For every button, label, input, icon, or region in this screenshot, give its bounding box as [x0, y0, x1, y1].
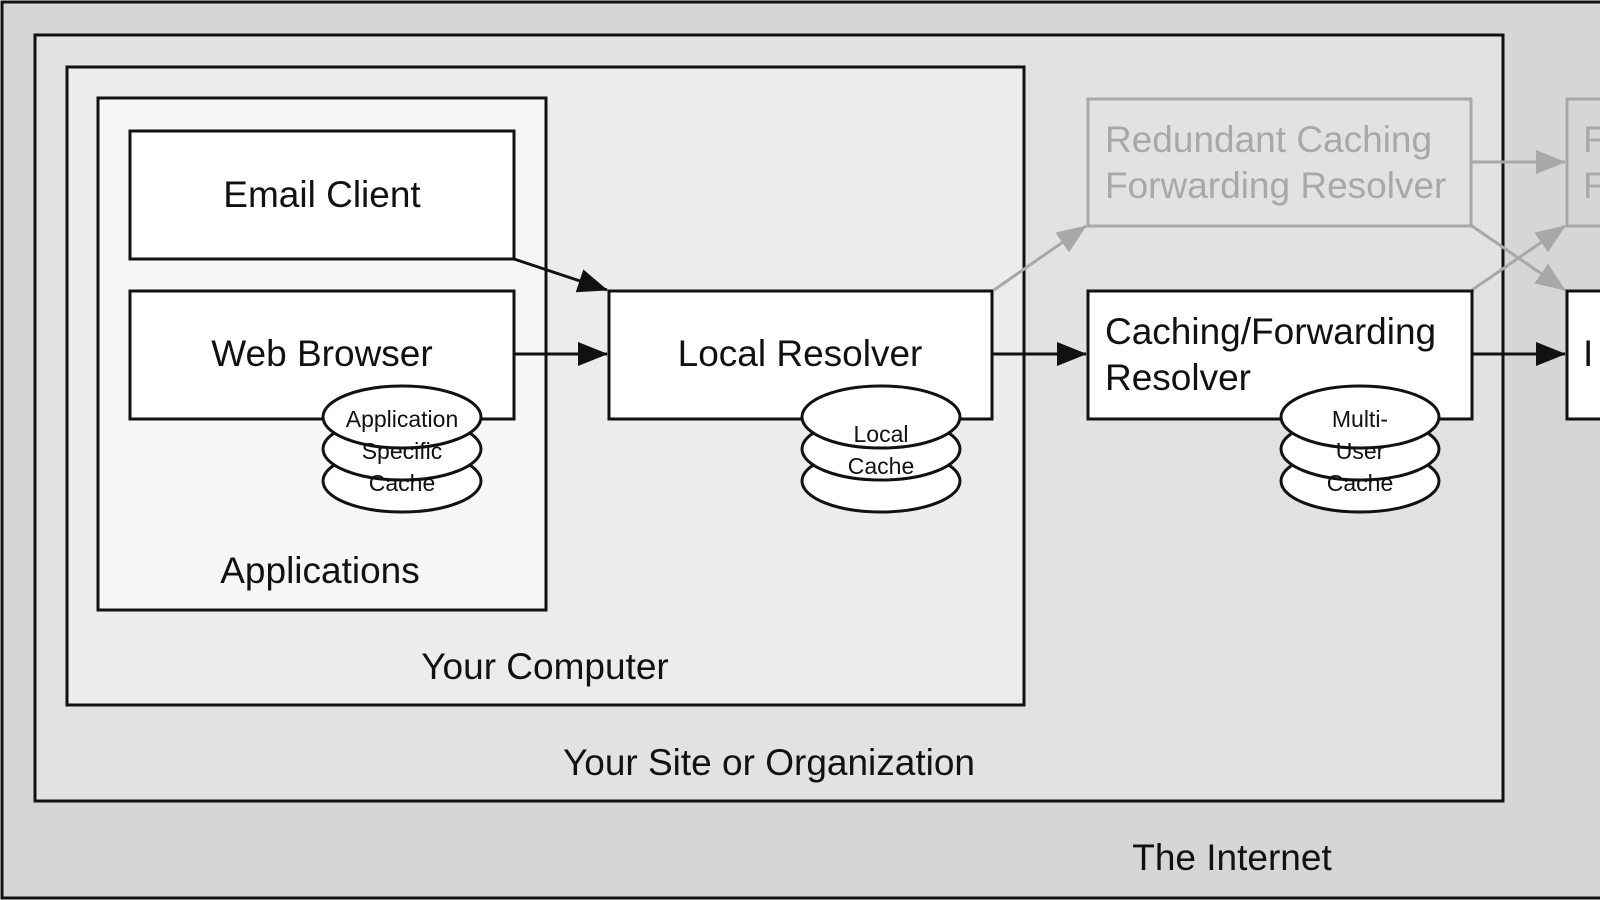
- arrow-local-to-redundant: [993, 224, 1087, 292]
- site-label: Your Site or Organization: [563, 742, 975, 783]
- arrow-caching-to-right-top: [1471, 224, 1566, 292]
- multi-user-cache-label-2: User: [1336, 438, 1385, 464]
- arrow-email-to-local: [513, 257, 608, 293]
- application-cache-icon: [321, 384, 483, 514]
- right-partial-faded-box: F F: [1565, 97, 1600, 228]
- local-cache-label-2: Cache: [848, 453, 914, 479]
- multi-user-cache-label-3: Cache: [1327, 470, 1393, 496]
- right-partial-solid-box: I: [1565, 289, 1600, 421]
- svg-text:I: I: [1583, 333, 1593, 374]
- svg-text:F: F: [1583, 165, 1600, 206]
- svg-text:F: F: [1583, 119, 1600, 160]
- local-cache-label-1: Local: [854, 421, 909, 447]
- applications-label: Applications: [220, 550, 420, 591]
- svg-text:Caching/Forwarding: Caching/Forwarding: [1105, 311, 1436, 352]
- application-cache-label-3: Cache: [369, 470, 435, 496]
- svg-text:Resolver: Resolver: [1105, 357, 1251, 398]
- svg-text:Redundant Caching: Redundant Caching: [1105, 119, 1432, 160]
- internet-label: The Internet: [1132, 837, 1332, 878]
- svg-text:Local Resolver: Local Resolver: [678, 333, 923, 374]
- multi-user-cache-icon: [1279, 384, 1441, 514]
- local-cache-icon: [800, 384, 962, 514]
- redundant-resolver-box: Redundant Caching Forwarding Resolver: [1086, 97, 1473, 228]
- application-cache-label-1: Application: [346, 406, 459, 432]
- email-client-box: Email Client: [128, 129, 516, 261]
- application-cache-label-2: Specific: [362, 438, 443, 464]
- svg-text:Email Client: Email Client: [223, 174, 421, 215]
- computer-label: Your Computer: [421, 646, 669, 687]
- multi-user-cache-label-1: Multi-: [1332, 406, 1388, 432]
- svg-text:Web Browser: Web Browser: [211, 333, 432, 374]
- svg-text:Forwarding Resolver: Forwarding Resolver: [1105, 165, 1446, 206]
